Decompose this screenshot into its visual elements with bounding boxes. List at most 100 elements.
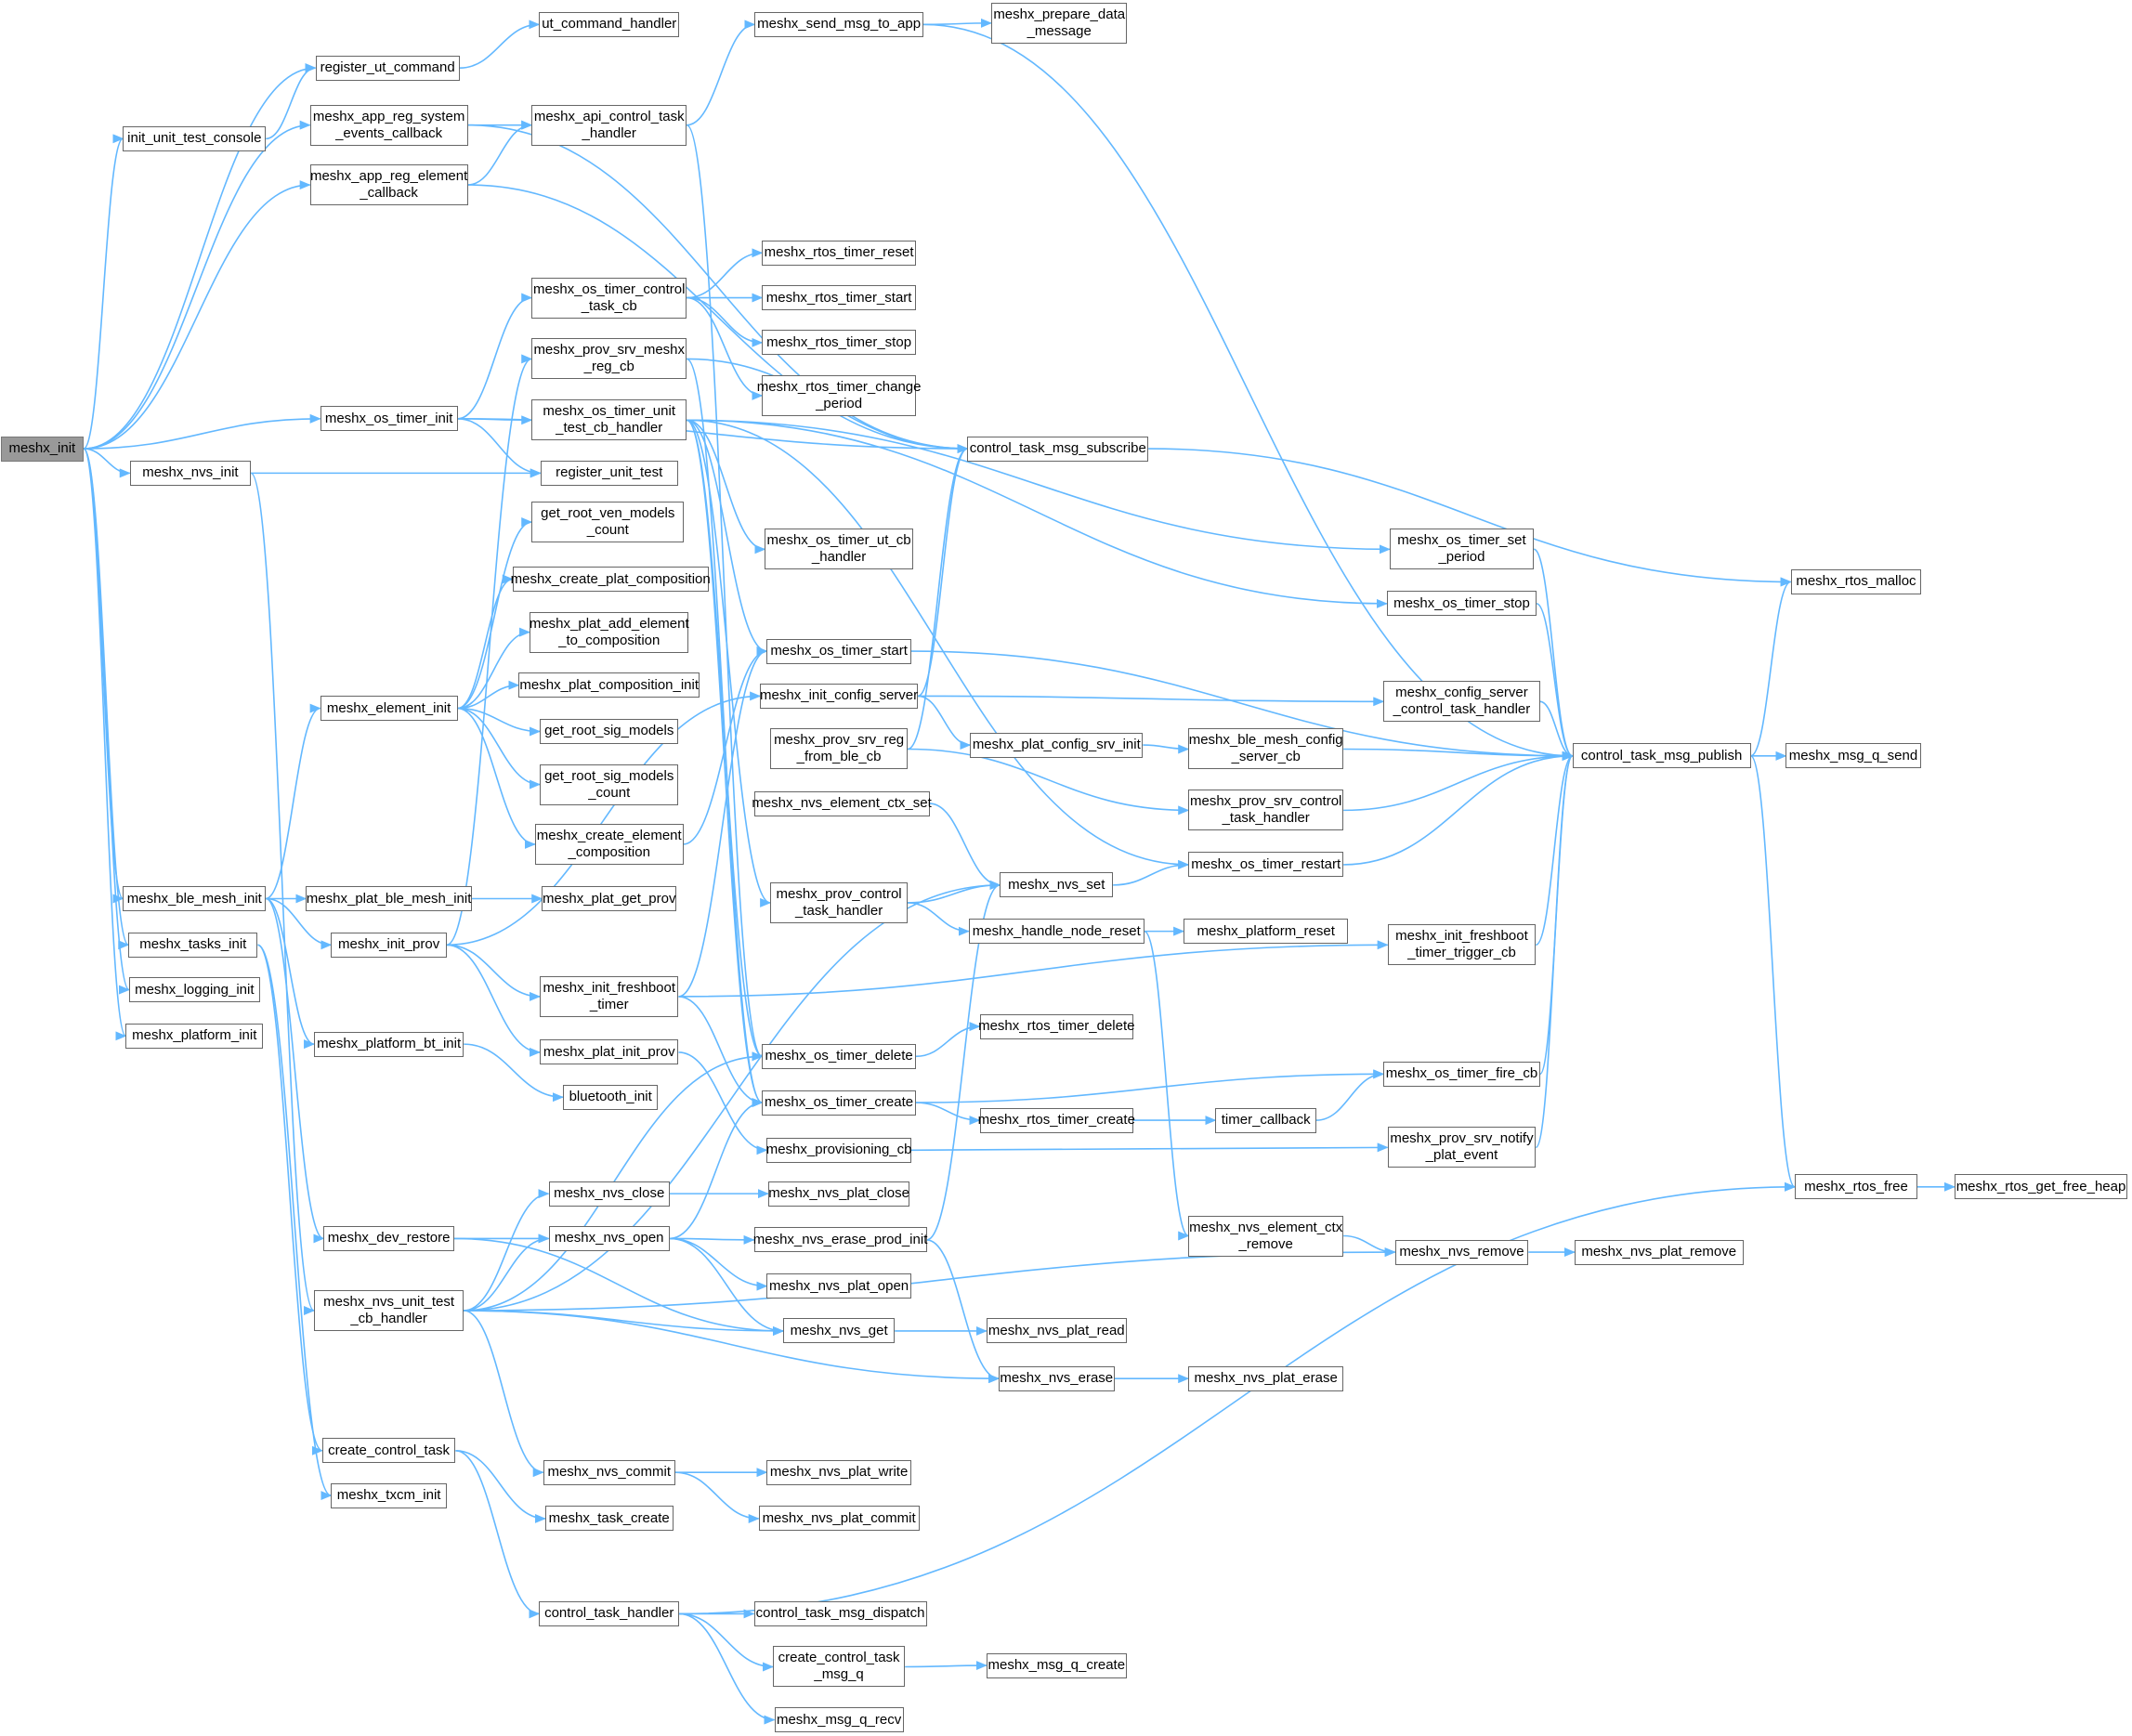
- function-node[interactable]: meshx_tasks_init: [128, 932, 258, 958]
- function-node[interactable]: meshx_os_timer_set_period: [1389, 529, 1535, 570]
- function-node[interactable]: meshx_platform_bt_init: [314, 1031, 464, 1057]
- function-node[interactable]: meshx_init_freshboot_timer: [540, 975, 679, 1017]
- function-node[interactable]: meshx_plat_config_srv_init: [970, 732, 1144, 758]
- function-node[interactable]: meshx_ble_mesh_config_server_cb: [1188, 728, 1344, 770]
- function-node[interactable]: meshx_app_reg_system_events_callback: [309, 104, 468, 146]
- function-node[interactable]: meshx_init_freshboot_timer_trigger_cb: [1387, 924, 1537, 966]
- function-node[interactable]: meshx_rtos_timer_reset: [762, 240, 916, 266]
- function-node-label: meshx_plat_config_srv_init: [972, 737, 1141, 753]
- function-node[interactable]: meshx_nvs_remove: [1394, 1239, 1529, 1265]
- function-node[interactable]: meshx_nvs_plat_read: [986, 1318, 1127, 1344]
- function-node[interactable]: meshx_nvs_erase: [999, 1365, 1115, 1391]
- function-node[interactable]: meshx_os_timer_restart: [1188, 852, 1344, 878]
- function-node[interactable]: meshx_rtos_malloc: [1790, 568, 1922, 594]
- function-node[interactable]: bluetooth_init: [562, 1084, 659, 1110]
- function-node[interactable]: meshx_plat_add_element_to_composition: [530, 611, 689, 653]
- function-node[interactable]: meshx_create_plat_composition: [511, 567, 711, 593]
- function-node[interactable]: meshx_init_prov: [331, 932, 447, 958]
- function-node[interactable]: meshx_os_timer_delete: [762, 1043, 916, 1069]
- function-node[interactable]: meshx_os_timer_fire_cb: [1383, 1061, 1540, 1087]
- function-node[interactable]: meshx_logging_init: [128, 977, 260, 1003]
- function-node[interactable]: meshx_create_element_composition: [534, 823, 684, 865]
- function-node-label: meshx_element_init: [326, 699, 451, 716]
- function-node[interactable]: meshx_prov_srv_notify_plat_event: [1387, 1127, 1537, 1168]
- function-node[interactable]: init_unit_test_console: [123, 125, 267, 151]
- function-node[interactable]: meshx_provisioning_cb: [766, 1137, 911, 1163]
- function-node[interactable]: register_unit_test: [540, 460, 678, 486]
- function-node[interactable]: meshx_rtos_timer_create: [978, 1107, 1135, 1133]
- function-node[interactable]: timer_callback: [1215, 1107, 1316, 1133]
- function-node[interactable]: meshx_rtos_timer_change_period: [757, 374, 921, 416]
- function-node[interactable]: meshx_os_timer_init: [320, 406, 458, 432]
- function-node[interactable]: meshx_msg_q_recv: [774, 1707, 904, 1733]
- function-node[interactable]: meshx_config_server_control_task_handler: [1383, 681, 1540, 723]
- function-node[interactable]: ut_command_handler: [539, 11, 680, 37]
- function-node[interactable]: meshx_nvs_close: [548, 1181, 670, 1207]
- function-node[interactable]: meshx_prov_srv_control_task_handler: [1188, 790, 1344, 831]
- function-node[interactable]: control_task_msg_subscribe: [967, 436, 1149, 462]
- function-node[interactable]: meshx_app_reg_element_callback: [309, 164, 468, 206]
- function-node[interactable]: create_control_task_msg_q: [773, 1646, 906, 1688]
- call-edge: [83, 448, 130, 995]
- function-node[interactable]: meshx_task_create: [544, 1506, 674, 1532]
- function-node[interactable]: meshx_platform_reset: [1184, 919, 1349, 945]
- function-node[interactable]: meshx_rtos_timer_stop: [762, 330, 916, 356]
- function-node[interactable]: register_ut_command: [315, 55, 460, 81]
- function-node[interactable]: meshx_element_init: [320, 696, 458, 722]
- function-node[interactable]: meshx_nvs_plat_remove: [1574, 1239, 1744, 1265]
- function-node[interactable]: meshx_nvs_open: [548, 1225, 670, 1251]
- function-node[interactable]: meshx_plat_ble_mesh_init: [306, 886, 472, 911]
- function-node[interactable]: meshx_os_timer_start: [766, 638, 911, 664]
- function-node[interactable]: meshx_nvs_plat_close: [767, 1181, 910, 1207]
- function-node[interactable]: create_control_task: [321, 1438, 456, 1464]
- function-node[interactable]: meshx_nvs_plat_open: [766, 1273, 911, 1299]
- function-node[interactable]: meshx_nvs_get: [783, 1318, 896, 1344]
- function-node[interactable]: meshx_platform_init: [125, 1023, 264, 1049]
- function-node[interactable]: meshx_nvs_erase_prod_init: [753, 1227, 927, 1253]
- function-node[interactable]: meshx_nvs_unit_test_cb_handler: [314, 1290, 464, 1331]
- function-node[interactable]: meshx_prov_srv_meshx_reg_cb: [531, 338, 687, 380]
- function-node[interactable]: meshx_nvs_element_ctx_remove: [1188, 1215, 1344, 1257]
- function-node[interactable]: meshx_rtos_free: [1795, 1174, 1917, 1200]
- function-node[interactable]: meshx_txcm_init: [331, 1482, 447, 1508]
- call-edge: [446, 944, 542, 1057]
- function-node[interactable]: meshx_dev_restore: [323, 1225, 454, 1251]
- function-node[interactable]: get_root_sig_models: [540, 718, 679, 744]
- call-edge: [266, 897, 333, 950]
- function-node[interactable]: meshx_handle_node_reset: [968, 919, 1144, 945]
- function-node[interactable]: meshx_os_timer_unit_test_cb_handler: [531, 399, 687, 441]
- function-node[interactable]: meshx_nvs_commit: [543, 1459, 675, 1485]
- function-node-label: meshx_msg_q_recv: [776, 1711, 902, 1728]
- function-node[interactable]: get_root_ven_models_count: [531, 502, 685, 543]
- function-node[interactable]: meshx_nvs_set: [1000, 872, 1114, 898]
- function-node-label: meshx_os_timer_ut_cb: [766, 532, 911, 549]
- function-node[interactable]: meshx_msg_q_create: [986, 1652, 1127, 1678]
- function-node[interactable]: meshx_os_timer_create: [762, 1090, 916, 1116]
- function-node[interactable]: meshx_nvs_plat_commit: [758, 1506, 920, 1532]
- function-node[interactable]: meshx_nvs_plat_erase: [1188, 1365, 1344, 1391]
- function-node[interactable]: meshx_nvs_plat_write: [766, 1459, 911, 1485]
- function-node[interactable]: meshx_os_timer_stop: [1386, 591, 1537, 617]
- function-node[interactable]: meshx_plat_get_prov: [542, 886, 677, 911]
- function-node[interactable]: meshx_msg_q_send: [1785, 743, 1921, 769]
- function-node[interactable]: meshx_prepare_data_message: [990, 2, 1128, 44]
- function-node[interactable]: control_task_msg_publish: [1572, 743, 1751, 769]
- function-node[interactable]: meshx_prov_control_task_handler: [770, 881, 909, 923]
- function-node[interactable]: control_task_msg_dispatch: [753, 1600, 927, 1626]
- function-node[interactable]: meshx_init_config_server: [760, 683, 918, 709]
- function-node[interactable]: meshx_rtos_timer_start: [762, 285, 916, 311]
- function-node[interactable]: meshx_send_msg_to_app: [754, 11, 923, 37]
- function-node[interactable]: meshx_os_timer_control_task_cb: [531, 277, 687, 319]
- function-node[interactable]: meshx_plat_init_prov: [540, 1039, 679, 1065]
- function-node[interactable]: meshx_os_timer_ut_cb_handler: [765, 529, 913, 570]
- function-node[interactable]: get_root_sig_models_count: [540, 764, 679, 805]
- function-node[interactable]: meshx_nvs_init: [129, 460, 252, 486]
- function-node[interactable]: control_task_handler: [539, 1600, 680, 1626]
- function-node[interactable]: meshx_plat_composition_init: [518, 672, 700, 698]
- function-node[interactable]: meshx_ble_mesh_init: [123, 886, 267, 911]
- function-node[interactable]: meshx_rtos_timer_delete: [978, 1013, 1135, 1039]
- function-node[interactable]: meshx_nvs_element_ctx_set: [752, 790, 932, 816]
- function-node[interactable]: meshx_rtos_get_free_heap: [1954, 1174, 2128, 1200]
- function-node[interactable]: meshx_prov_srv_reg_from_ble_cb: [770, 728, 909, 770]
- function-node[interactable]: meshx_api_control_task_handler: [531, 104, 687, 146]
